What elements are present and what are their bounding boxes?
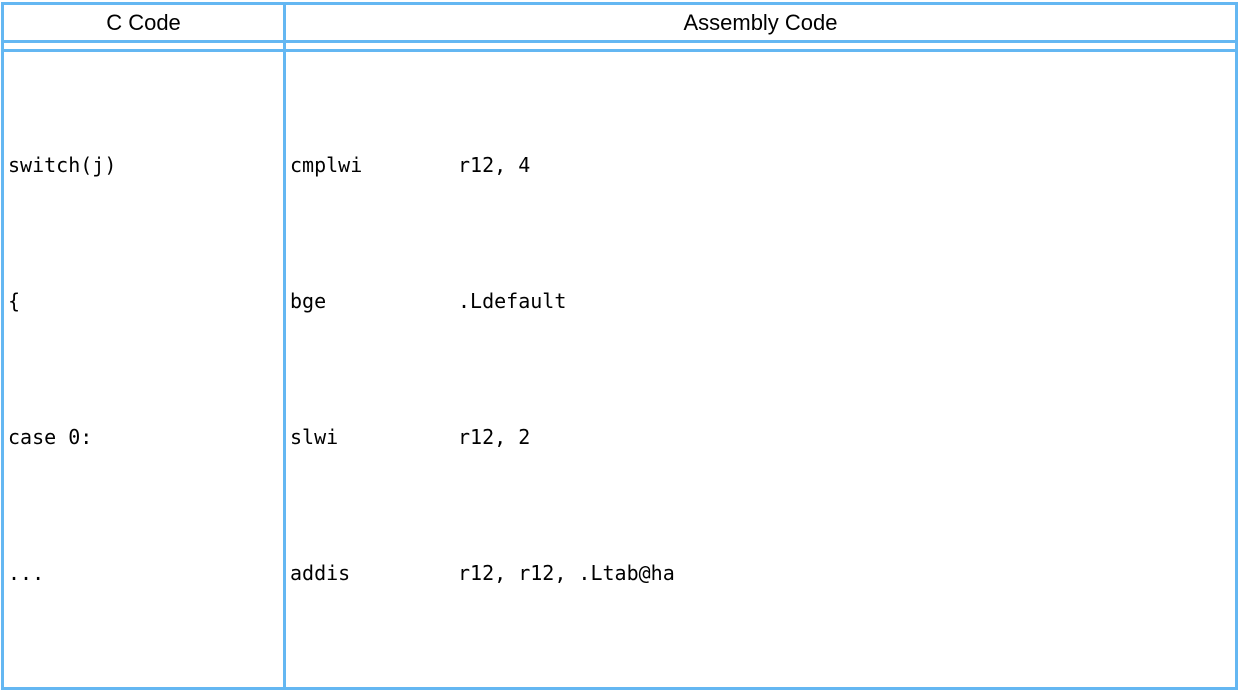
assembly-line: addis r12, r12, .Ltab@ha [290, 551, 1235, 596]
assembly-line: slwi r12, 2 [290, 415, 1235, 460]
c-code-line: case 0: [8, 425, 93, 450]
assembly-operands: r12, r12, .Ltab@ha [458, 561, 675, 586]
table-body-row: switch(j) { case 0: ... case 1: ... case… [4, 52, 1235, 687]
c-code-header: C Code [4, 5, 286, 40]
c-code-line: { [8, 289, 21, 314]
header-double-rule [4, 43, 1235, 52]
assembly-opcode: cmplwi [290, 152, 363, 177]
assembly-opcode: addis [290, 561, 351, 586]
assembly-opcode: slwi [290, 425, 339, 450]
c-code-cell: switch(j) { case 0: ... case 1: ... case… [4, 52, 286, 687]
c-code-line: ... [8, 561, 45, 586]
c-code-line: switch(j) [8, 152, 117, 177]
table-header-row: C Code Assembly Code [4, 5, 1235, 43]
assembly-line: cmplwi r12, 4 [290, 143, 1235, 188]
assembly-code-header: Assembly Code [683, 9, 838, 35]
assembly-opcode: bge [290, 289, 327, 314]
assembly-line: bge .Ldefault [290, 279, 1235, 324]
assembly-operands: .Ldefault [458, 289, 567, 314]
assembly-code-cell: cmplwi r12, 4 bge .Ldefault slwi r12, 2 add… [286, 52, 1235, 687]
assembly-operands: r12, 2 [458, 425, 531, 450]
assembly-operands: r12, 4 [458, 152, 531, 177]
